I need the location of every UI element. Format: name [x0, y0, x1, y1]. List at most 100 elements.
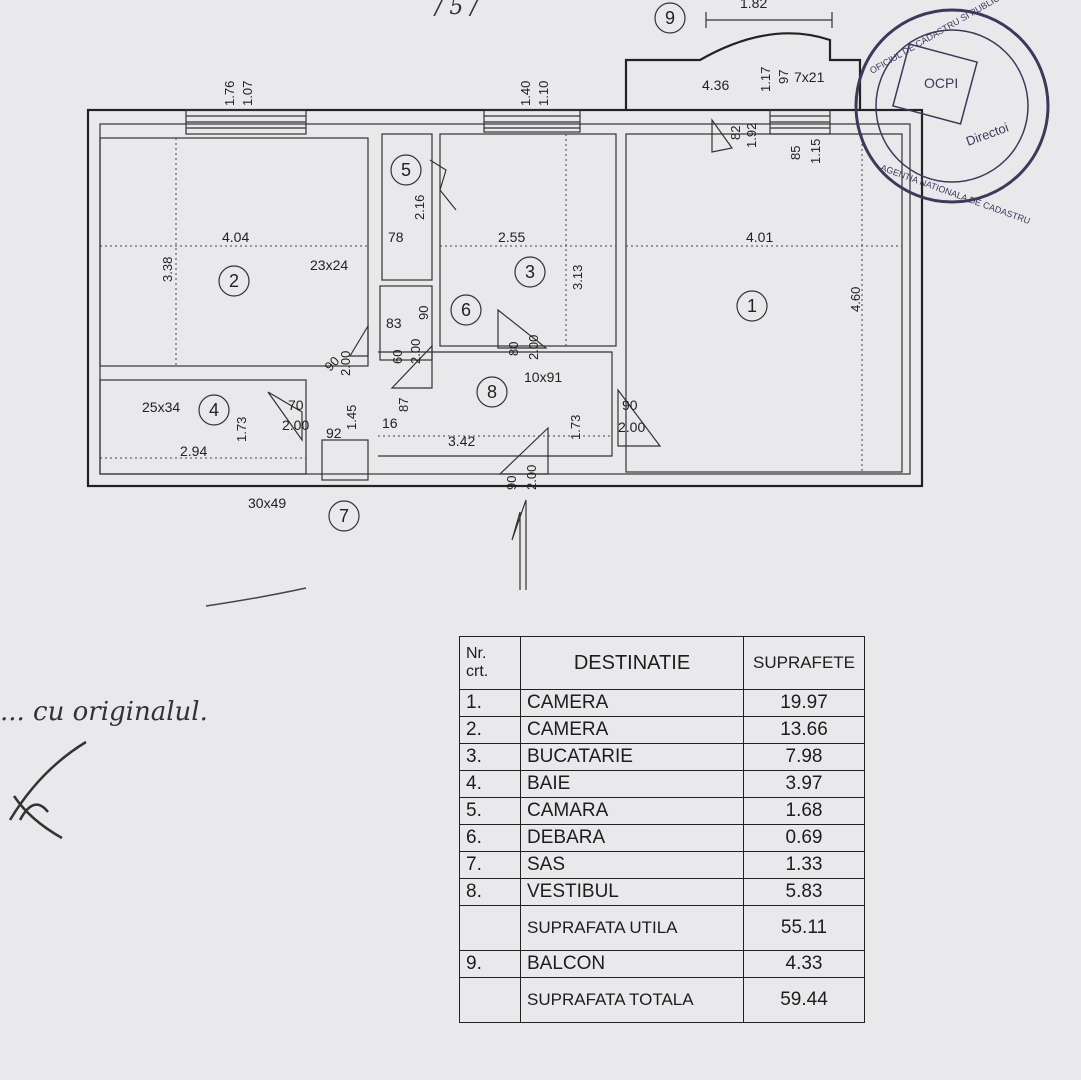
dim-16: 16: [382, 415, 398, 431]
total-nr: [459, 977, 521, 1023]
official-stamp: OFICIUL DE CADASTRU SI PUBLICITATE IMOBI…: [854, 0, 1069, 226]
dim-window-r1-b: 1.15: [808, 139, 823, 164]
header-crt-text: crt.: [466, 663, 489, 680]
dim-balcony-window: 7x21: [794, 69, 825, 85]
util-nr: [459, 905, 521, 951]
outer-wall: [86, 108, 924, 488]
row-area: 5.83: [743, 878, 865, 906]
dim-25x34: 25x34: [142, 399, 180, 415]
room-1-number: 1: [747, 296, 757, 316]
table-row-total: SUPRAFATA TOTALA 59.44: [459, 977, 865, 1023]
dimension-labels: 1.82 4.36 1.17 97 7x21 82 1.92 85 1.15 1…: [142, 0, 863, 511]
dim-window-r1-a: 85: [788, 146, 803, 160]
row-area: 1.33: [743, 851, 865, 879]
total-label: SUPRAFATA TOTALA: [520, 977, 744, 1023]
room-8-walls: [378, 351, 613, 457]
room-3-walls: [439, 133, 617, 347]
room-5-number: 5: [401, 160, 411, 180]
row-nr: 6.: [459, 824, 521, 852]
handwritten-note: ... cu originalul.: [0, 697, 208, 727]
util-label: SUPRAFATA UTILA: [520, 905, 744, 951]
dim-vent-23x24: 23x24: [310, 257, 348, 273]
dim-window-r3-a: 1.40: [518, 81, 533, 106]
room-2-walls: [99, 137, 369, 367]
sheet-number: / 5 /: [433, 0, 480, 20]
dim-90-d: 90: [622, 397, 638, 413]
row-area: 0.69: [743, 824, 865, 852]
room-6-walls: [379, 285, 433, 361]
dim-10x91: 10x91: [524, 369, 562, 385]
row-area: 3.97: [743, 770, 865, 798]
door-room-3: [497, 308, 548, 349]
room-2-number: 2: [229, 271, 239, 291]
door-room-4: [267, 391, 303, 442]
door-room-1: [617, 388, 662, 447]
room-8-number: 8: [487, 382, 497, 402]
row-name: CAMERA: [520, 689, 744, 717]
door-room-2: [348, 323, 369, 357]
room-4-walls: [99, 379, 307, 475]
dim-173-b: 1.73: [568, 415, 583, 440]
row-name: CAMERA: [520, 716, 744, 744]
dim-200-c: 2.00: [526, 335, 541, 360]
dim-room-1-width: 4.01: [746, 229, 773, 245]
table-row-util: SUPRAFATA UTILA 55.11: [459, 905, 865, 951]
stamp-side-text: OCPI: [924, 75, 958, 91]
row-nr: 1.: [459, 689, 521, 717]
dim-balcony-depth: 4.36: [702, 77, 729, 93]
dim-90-c: 90: [504, 476, 519, 490]
dim-200-a: 2.00: [338, 351, 353, 376]
dim-200-d: 2.00: [282, 417, 309, 433]
inner-wall-line: [99, 123, 911, 475]
dim-200-f: 2.00: [618, 419, 645, 435]
dim-83: 83: [386, 315, 402, 331]
room-5-walls: [381, 133, 433, 281]
room-5-vent: [429, 159, 457, 211]
balcon-area: 4.33: [743, 950, 865, 978]
row-name: CAMARA: [520, 797, 744, 825]
header-destinatie: DESTINATIE: [520, 636, 744, 690]
dim-room-1-height: 4.60: [848, 287, 863, 312]
room-4-number: 4: [209, 400, 219, 420]
header-nr: Nr.crt.: [459, 636, 521, 690]
dim-92: 92: [326, 425, 342, 441]
dim-balcony-1: 1.17: [758, 67, 773, 92]
dim-room-2-height: 3.38: [160, 257, 175, 282]
dim-70: 70: [288, 397, 304, 413]
row-name: VESTIBUL: [520, 878, 744, 906]
balcon-nr: 9.: [459, 950, 521, 978]
room-labels: 9 5 2 3 1 6 8 4 7: [198, 2, 768, 532]
dim-173-a: 1.73: [234, 417, 249, 442]
dim-200-b: 2.00: [408, 339, 423, 364]
balcony-door: [711, 118, 734, 153]
row-area: 7.98: [743, 743, 865, 771]
row-nr: 3.: [459, 743, 521, 771]
balcony-wall: [624, 32, 862, 110]
row-name: DEBARA: [520, 824, 744, 852]
entrance-arrow: [511, 499, 527, 590]
row-name: BAIE: [520, 770, 744, 798]
row-area: 1.68: [743, 797, 865, 825]
window-room-3: [483, 109, 581, 133]
dim-window-r2-a: 1.76: [222, 81, 237, 106]
dim-87: 87: [396, 398, 411, 412]
dim-room-3-width: 2.55: [498, 229, 525, 245]
dim-room-5-width: 78: [388, 229, 404, 245]
total-area: 59.44: [743, 977, 865, 1023]
dim-60: 60: [390, 350, 405, 364]
pen-stroke: [205, 587, 307, 607]
dim-window-r3-b: 1.10: [536, 81, 551, 106]
dim-200-e: 2.00: [524, 465, 539, 490]
table-row-balcon: 9. BALCON 4.33: [459, 950, 865, 978]
room-6-number: 6: [461, 300, 471, 320]
window-room-2: [185, 109, 307, 135]
row-area: 13.66: [743, 716, 865, 744]
signature: [8, 740, 87, 840]
